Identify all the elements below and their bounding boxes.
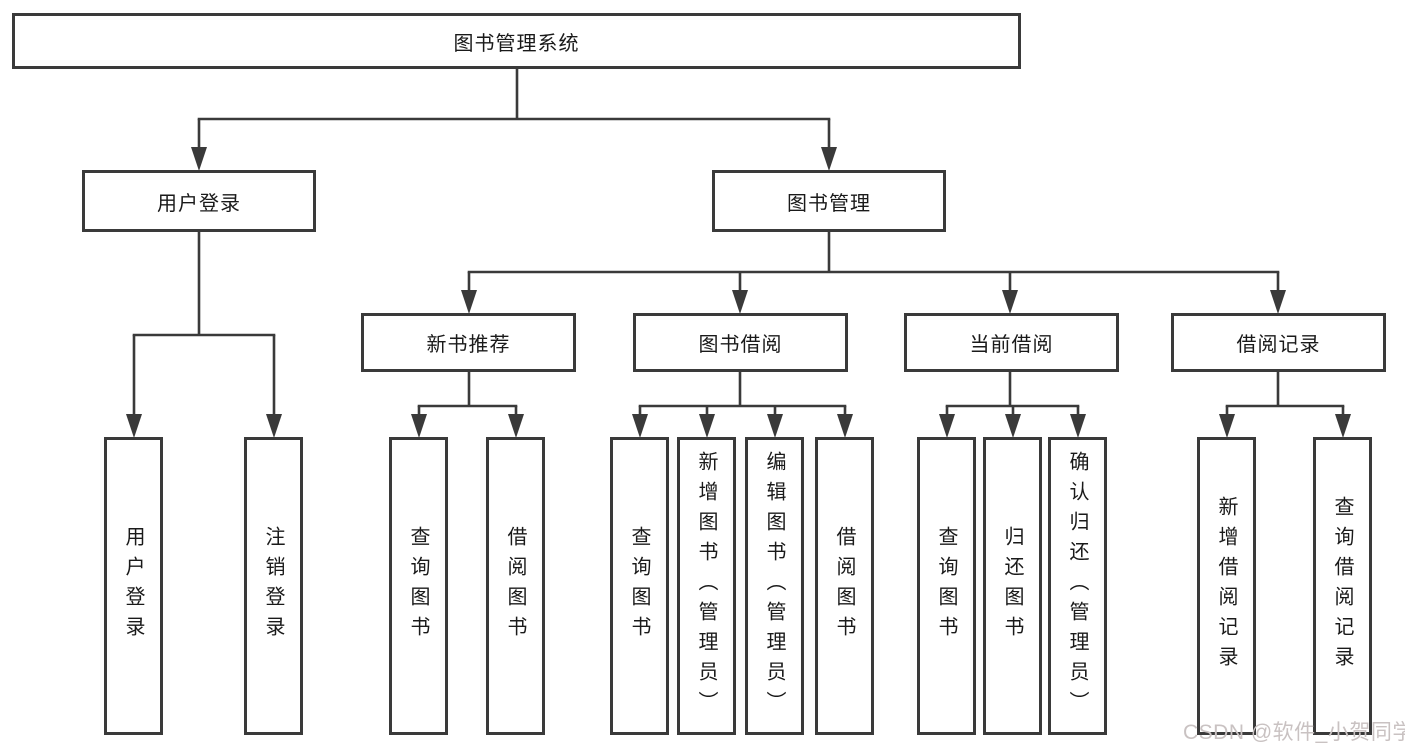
node-label: 注销登录 [262,526,284,646]
leaf-query-books-current: 查询图书 [917,437,976,735]
node-label: 借阅图书 [504,526,526,646]
node-label: 新书推荐 [426,334,511,356]
node-label: 确认归还（管理员） [1066,451,1088,721]
node-book-borrowing: 图书借阅 [633,313,848,372]
leaf-borrow-books-recommend: 借阅图书 [486,437,545,735]
node-current-borrowing: 当前借阅 [904,313,1119,372]
node-user-login: 用户登录 [82,170,316,232]
node-label: 用户登录 [122,526,144,646]
node-label: 查询借阅记录 [1331,496,1353,676]
leaf-edit-book-admin: 编辑图书（管理员） [745,437,804,735]
node-label: 查询图书 [407,526,429,646]
node-library-management-system: 图书管理系统 [12,13,1021,69]
leaf-add-borrow-record: 新增借阅记录 [1197,437,1256,735]
node-new-book-recommendation: 新书推荐 [361,313,576,372]
leaf-logout: 注销登录 [244,437,303,735]
leaf-return-books: 归还图书 [983,437,1042,735]
watermark: CSDN @软件_小贺同学 [1183,721,1405,744]
node-label: 归还图书 [1001,526,1023,646]
node-label: 新增图书（管理员） [695,451,717,721]
leaf-confirm-return-admin: 确认归还（管理员） [1048,437,1107,735]
node-borrowing-records: 借阅记录 [1171,313,1386,372]
node-label: 借阅图书 [833,526,855,646]
leaf-user-login: 用户登录 [104,437,163,735]
node-label: 图书借阅 [698,334,783,356]
node-book-management: 图书管理 [712,170,946,232]
node-label: 用户登录 [157,192,241,215]
node-label: 编辑图书（管理员） [763,451,785,721]
node-label: 图书管理系统 [453,32,580,55]
node-label: 新增借阅记录 [1215,496,1237,676]
node-label: 查询图书 [628,526,650,646]
node-label: 查询图书 [935,526,957,646]
leaf-add-book-admin: 新增图书（管理员） [677,437,736,735]
node-label: 借阅记录 [1236,334,1321,356]
leaf-query-books-recommend: 查询图书 [389,437,448,735]
leaf-query-books-borrowing: 查询图书 [610,437,669,735]
node-label: 当前借阅 [969,334,1054,356]
leaf-query-borrow-record: 查询借阅记录 [1313,437,1372,735]
node-label: 图书管理 [787,192,871,215]
leaf-borrow-books-borrowing: 借阅图书 [815,437,874,735]
